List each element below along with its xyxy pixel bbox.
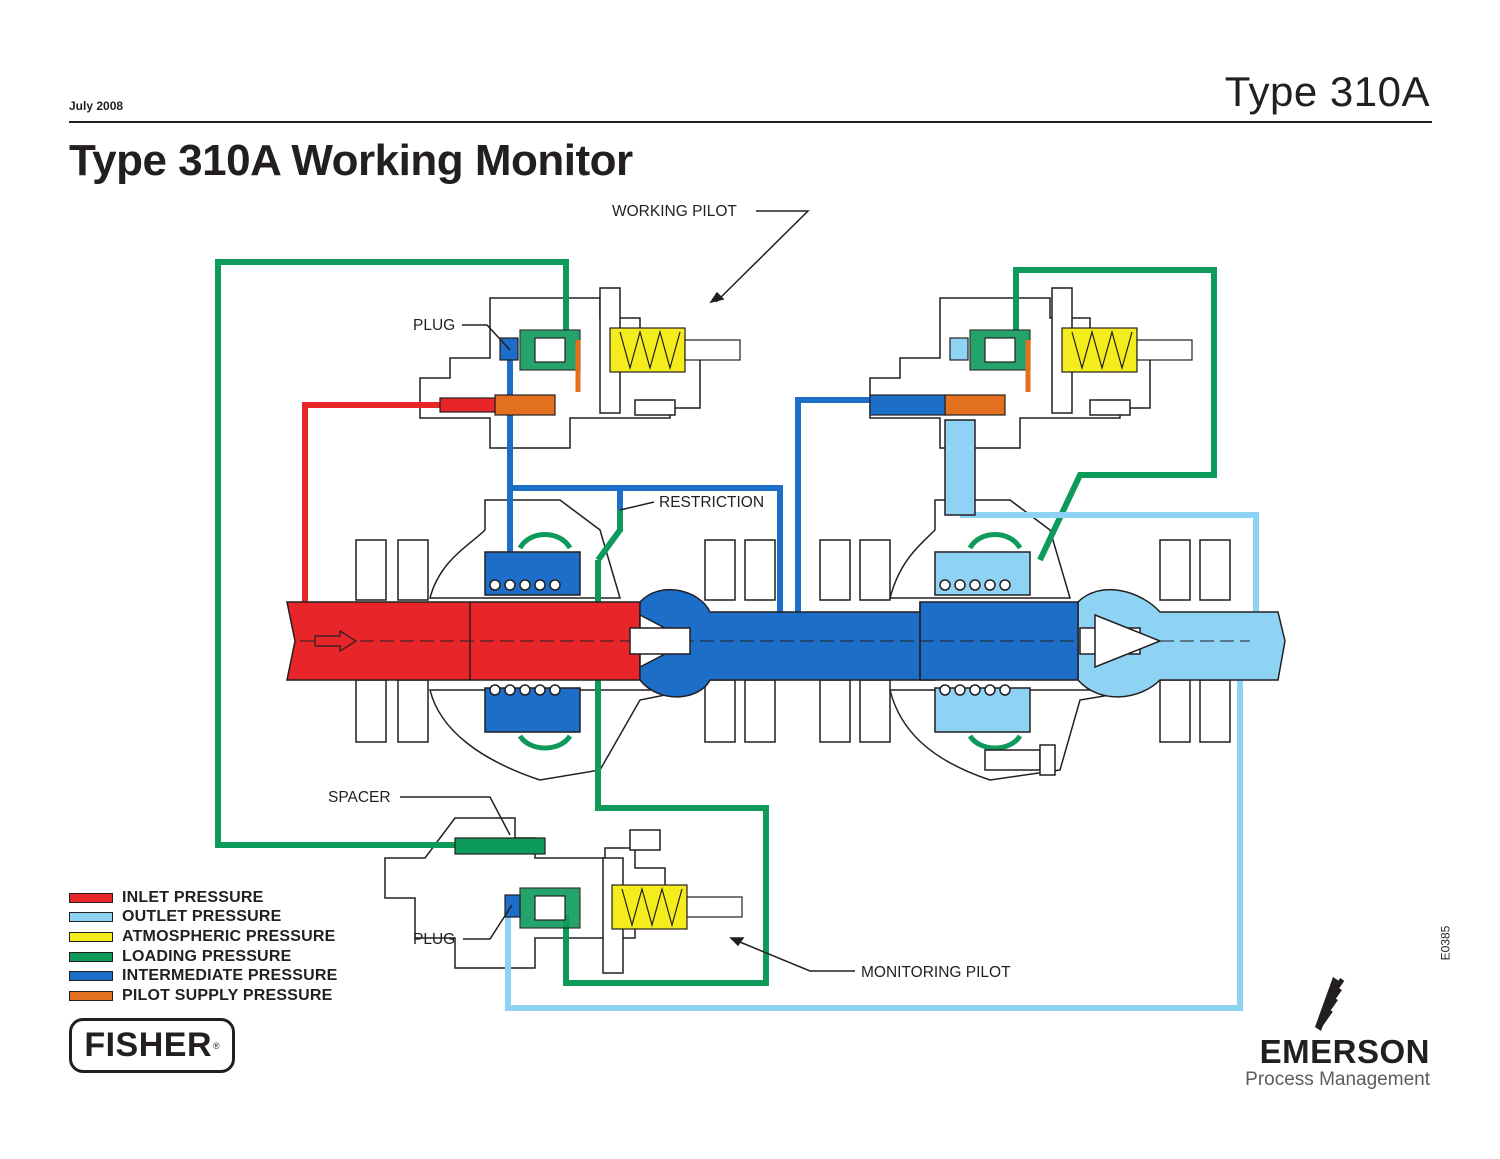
legend-label: OUTLET PRESSURE	[122, 908, 282, 926]
outlet-pipe	[1077, 588, 1286, 698]
legend-swatch-loading	[69, 951, 113, 962]
monitoring-pilot-top-internals	[869, 327, 1193, 416]
header-type-label: Type 310A	[1224, 68, 1430, 115]
legend-item: INTERMEDIATE PRESSURE	[69, 966, 337, 986]
outlet-pressure-lines	[505, 512, 1259, 1011]
emerson-mark-icon	[1315, 977, 1345, 1031]
header-rule	[69, 121, 1432, 123]
fisher-logo-text: FISHER	[84, 1026, 213, 1064]
legend-swatch-outlet	[69, 912, 113, 923]
legend-label: INLET PRESSURE	[122, 888, 264, 906]
working-actuator	[484, 532, 692, 751]
main-flow	[286, 588, 1286, 698]
loading-pressure-lines	[215, 259, 1217, 986]
legend-label: PILOT SUPPLY PRESSURE	[122, 986, 333, 1004]
monitoring-actuator	[934, 419, 1163, 776]
legend-item: LOADING PRESSURE	[69, 947, 337, 967]
monitoring-pilot-internals	[454, 837, 743, 930]
monitoring-pilot-label: MONITORING PILOT	[861, 964, 1011, 981]
legend-swatch-pilot-supply	[69, 990, 113, 1001]
plug-label-bottom: PLUG	[413, 931, 455, 948]
working-pilot-internals	[439, 327, 741, 416]
page-title: Type 310A Working Monitor	[69, 136, 633, 185]
legend-item: PILOT SUPPLY PRESSURE	[69, 986, 337, 1006]
intermediate-pressure-lines	[507, 340, 875, 612]
legend-swatch-intermediate	[69, 971, 113, 982]
callout-leaders	[400, 210, 855, 972]
working-pilot-label: WORKING PILOT	[612, 203, 737, 220]
pressure-legend: INLET PRESSURE OUTLET PRESSURE ATMOSPHER…	[69, 888, 337, 1006]
plug-label-top: PLUG	[413, 317, 455, 334]
emerson-subtitle: Process Management	[1245, 1069, 1430, 1090]
legend-item: ATMOSPHERIC PRESSURE	[69, 927, 337, 947]
legend-item: INLET PRESSURE	[69, 888, 337, 908]
drawing-code: E0385	[1438, 925, 1453, 961]
fisher-logo: FISHER®	[69, 1018, 235, 1073]
legend-swatch-inlet	[69, 892, 113, 903]
legend-label: LOADING PRESSURE	[122, 947, 292, 965]
legend-label: ATMOSPHERIC PRESSURE	[122, 927, 336, 945]
emerson-name: EMERSON	[1259, 1033, 1430, 1070]
header-date: July 2008	[69, 99, 124, 113]
restriction-label: RESTRICTION	[659, 494, 764, 511]
legend-swatch-atmospheric	[69, 931, 113, 942]
legend-label: INTERMEDIATE PRESSURE	[122, 967, 338, 985]
inlet-pressure-line	[302, 402, 445, 612]
legend-item: OUTLET PRESSURE	[69, 908, 337, 928]
spacer-label: SPACER	[328, 789, 391, 806]
